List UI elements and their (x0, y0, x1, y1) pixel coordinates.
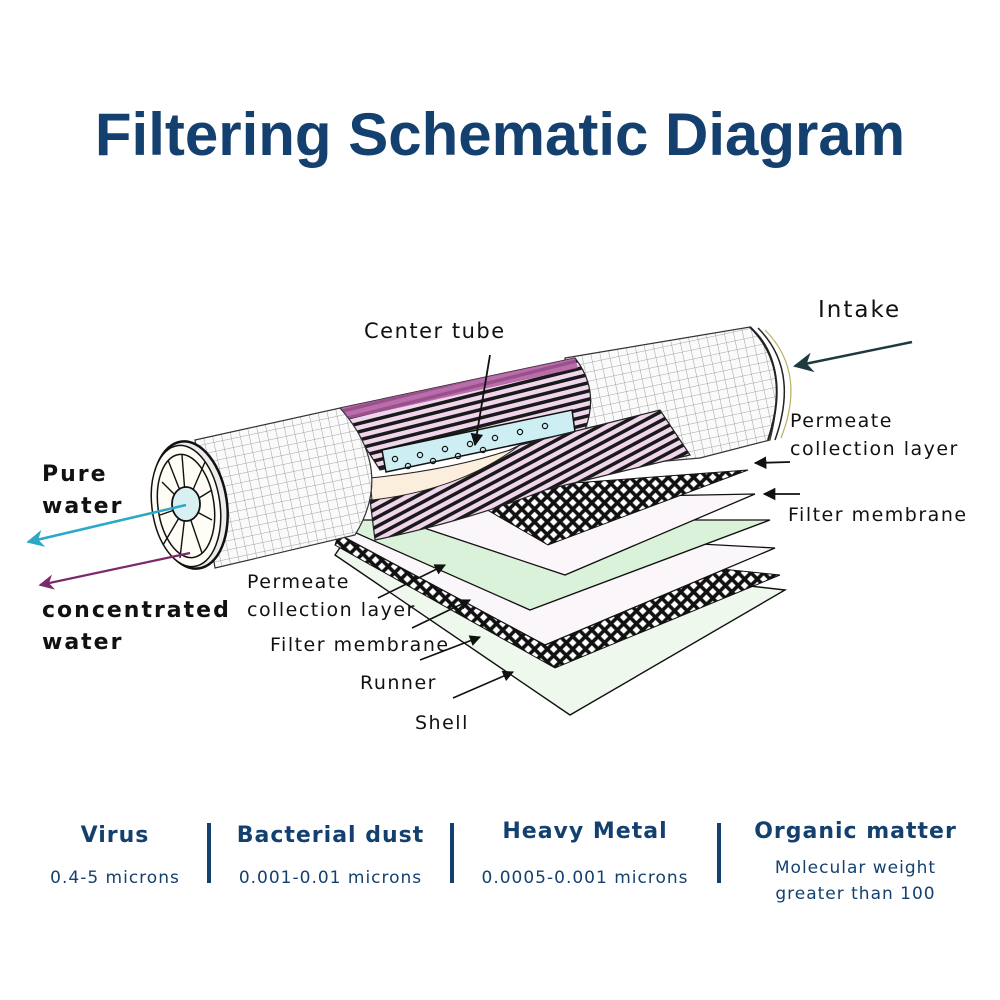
left-permeate-pointer (377, 564, 447, 599)
right-permeate-line-2: collection layer (790, 438, 959, 460)
left-permeate-line-1: Permeate (247, 571, 350, 593)
shell-label: Shell (415, 712, 469, 734)
footer-item-bacterial-dust: Bacterial dust 0.001-0.01 microns (218, 818, 443, 890)
membrane-roll (339, 357, 691, 541)
footer-item-heavy-metal: Heavy Metal 0.0005-0.001 microns (460, 814, 710, 890)
footer-item-organic-matter: Organic matter Molecular weight greater … (728, 814, 983, 906)
intake-arrow (793, 340, 913, 373)
right-filter-membrane-label: Filter membrane (788, 504, 968, 526)
center-tube-pointer (470, 354, 491, 447)
center-tube-label: Center tube (364, 319, 506, 343)
intake-label: Intake (818, 297, 902, 323)
runner-label: Runner (360, 672, 437, 694)
right-permeate-label: Permeate collection layer (790, 407, 959, 463)
footer-value: 0.0005-0.001 microns (481, 868, 689, 888)
left-cylinder (194, 407, 373, 569)
footer-value-line-1: Molecular weight (774, 858, 937, 878)
footer-heading: Organic matter (754, 819, 957, 844)
footer-heading: Virus (80, 823, 150, 848)
page-title: Filtering Schematic Diagram (94, 101, 906, 168)
runner-pointer (419, 635, 482, 661)
shell-pointer (452, 670, 515, 699)
footer-value: 0.4-5 microns (50, 868, 180, 888)
left-filter-membrane-pointer (411, 599, 472, 629)
footer-heading: Heavy Metal (502, 819, 668, 844)
concentrated-water-line-1: concentrated (42, 598, 231, 623)
footer-divider (450, 823, 454, 883)
footer-divider (207, 823, 211, 883)
pure-water-line-1: Pure (42, 462, 108, 487)
footer-heading: Bacterial dust (236, 823, 425, 848)
concentrated-water-label: concentrated water (42, 595, 231, 659)
right-permeate-line-1: Permeate (790, 410, 893, 432)
left-permeate-line-2: collection layer (247, 599, 416, 621)
pure-water-line-2: water (42, 494, 124, 519)
left-filter-membrane-label: Filter membrane (270, 634, 450, 656)
right-permeate-pointer (753, 456, 791, 469)
pure-water-label: Pure water (42, 459, 123, 523)
footer-value: 0.001-0.01 microns (238, 868, 423, 888)
concentrated-water-arrow (38, 551, 191, 590)
footer-divider (717, 823, 721, 883)
pure-water-arrow (26, 503, 187, 547)
footer-item-virus: Virus 0.4-5 microns (30, 818, 200, 890)
concentrated-water-line-2: water (42, 630, 124, 655)
footer-value-line-2: greater than 100 (775, 884, 936, 904)
left-permeate-label: Permeate collection layer (247, 568, 416, 624)
